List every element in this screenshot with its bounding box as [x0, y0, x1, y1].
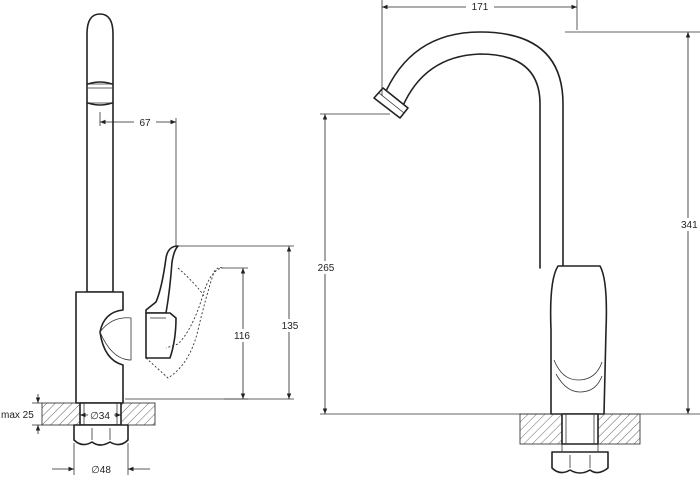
- side-faucet-body: [75, 291, 124, 404]
- dim-base-diameter: ∅48: [91, 465, 111, 476]
- countertop-left: [41, 402, 81, 426]
- front-countertop-left: [519, 413, 563, 445]
- dim-spout-reach: 67: [139, 118, 151, 129]
- dim-body-height: 135: [282, 321, 299, 332]
- front-gooseneck-spout: [382, 31, 564, 269]
- dim-max-thickness: max 25: [1, 410, 34, 421]
- side-mounting-nut: [73, 424, 129, 446]
- side-spout-tube: [86, 13, 114, 293]
- front-view: 171 265 341: [312, 0, 700, 474]
- dim-lever-height: 116: [234, 331, 250, 342]
- front-countertop-right: [597, 413, 641, 445]
- dim-outlet-height: 265: [318, 263, 335, 274]
- countertop-right: [120, 402, 156, 426]
- front-shank: [561, 413, 599, 445]
- front-mounting-nut: [551, 451, 609, 474]
- side-lever-alt-position: [145, 267, 224, 379]
- dim-spout-width: 171: [472, 2, 489, 13]
- side-view: 67 116 135 max 25 ∅34 ∅48: [0, 13, 304, 476]
- side-lever-handle: [145, 245, 179, 314]
- dim-total-height: 341: [681, 220, 698, 231]
- dim-shank-diameter: ∅34: [90, 411, 110, 422]
- front-faucet-body: [549, 265, 608, 415]
